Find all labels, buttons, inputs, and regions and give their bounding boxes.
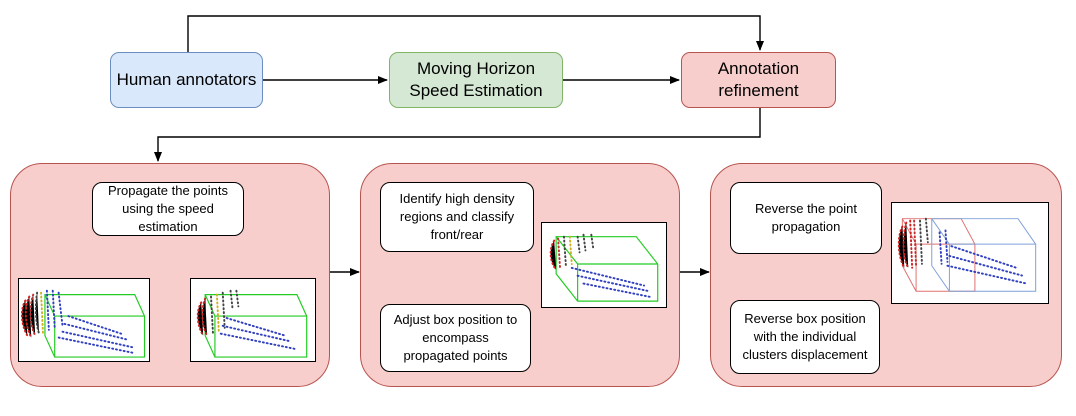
reverse-box-position-label: Reverse box position with the individual… xyxy=(742,311,868,362)
propagate-points-box: Propagate the points using the speed est… xyxy=(92,182,244,236)
reverse-propagation-label: Reverse the point propagation xyxy=(755,201,857,234)
reverse-propagation-box: Reverse the point propagation xyxy=(730,182,882,254)
reverse-box-position-box: Reverse box position with the individual… xyxy=(730,300,880,374)
reversed-boxes-graphic xyxy=(897,217,1037,292)
human-annotators-box: Human annotators xyxy=(110,52,263,108)
adjusted-box-image xyxy=(541,222,667,308)
reversed-boxes-image xyxy=(891,202,1049,304)
speed-estimation-label: Moving Horizon Speed Estimation xyxy=(409,59,543,100)
propagate-points-label: Propagate the points using the speed est… xyxy=(108,183,228,234)
point-cloud-before-image xyxy=(18,278,150,362)
arrow-refinement-to-stage1 xyxy=(154,108,761,162)
speed-estimation-box: Moving Horizon Speed Estimation xyxy=(389,52,563,108)
adjust-box-position-label: Adjust box position to encompass propaga… xyxy=(393,312,518,363)
point-cloud-after-image xyxy=(190,278,316,362)
annotation-refinement-label: Annotation refinement xyxy=(717,59,800,100)
annotation-refinement-box: Annotation refinement xyxy=(681,52,836,108)
human-annotators-label: Human annotators xyxy=(116,70,257,89)
point-cloud-before-graphic xyxy=(20,289,146,358)
adjusted-box-graphic xyxy=(549,233,659,302)
identify-regions-label: Identify high density regions and classi… xyxy=(399,191,515,242)
point-cloud-after-graphic xyxy=(196,289,308,358)
adjust-box-position-box: Adjust box position to encompass propaga… xyxy=(380,304,531,372)
identify-regions-box: Identify high density regions and classi… xyxy=(380,182,534,252)
arrow-human-to-refinement-loop xyxy=(187,15,764,52)
